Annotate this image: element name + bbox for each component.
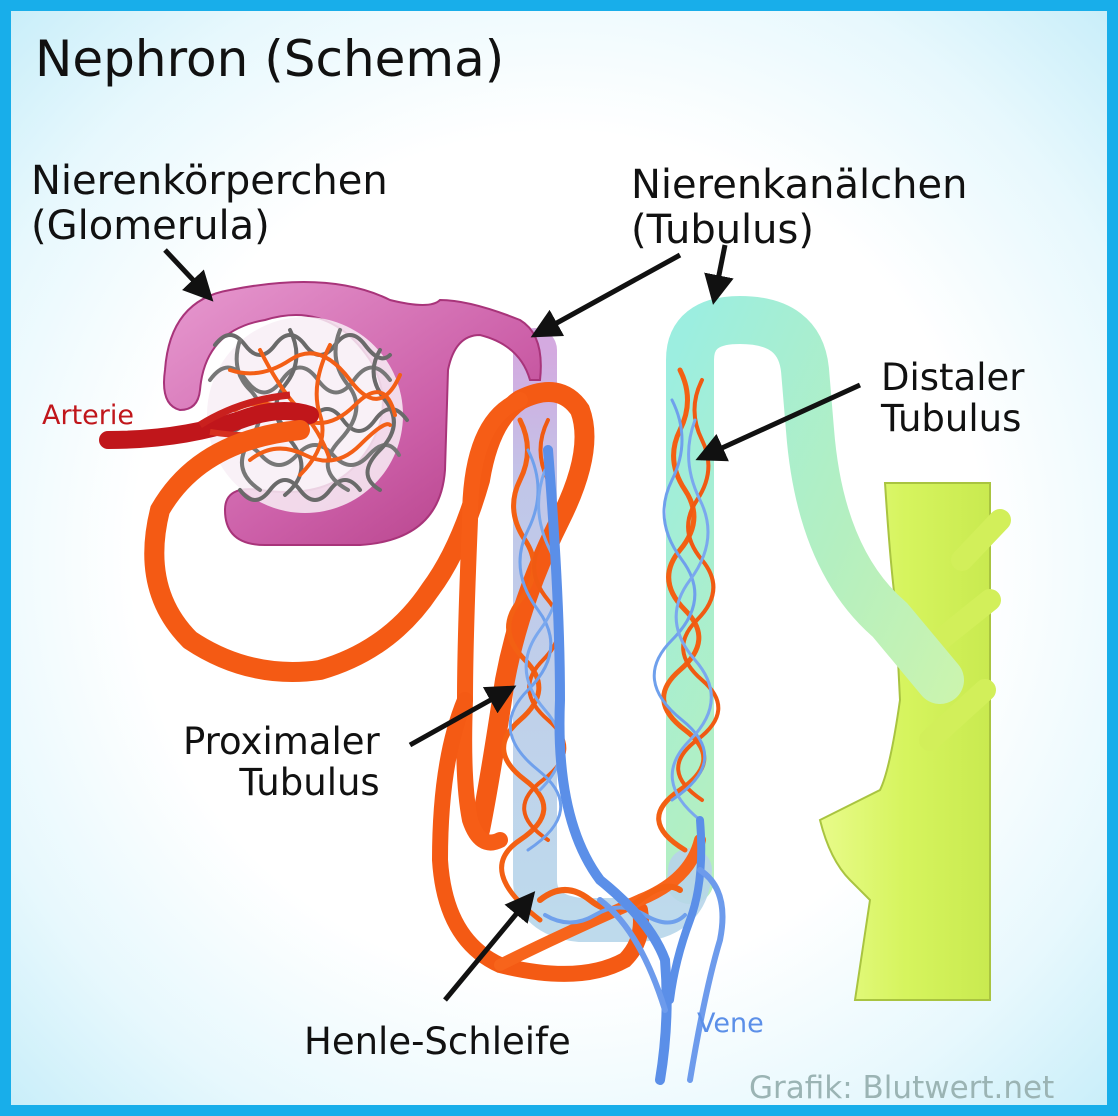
arrow-tubulus-distal: [704, 244, 734, 305]
label-corpuscle-line1: Nierenkörperchen: [31, 158, 388, 204]
arrow-distal: [695, 382, 862, 462]
label-tubule: Nierenkanälchen (Tubulus): [631, 163, 967, 253]
label-distal-line2: Tubulus: [881, 397, 1022, 441]
label-distal-line1: Distaler: [881, 356, 1025, 399]
credit-text: Grafik: Blutwert.net: [749, 1070, 1055, 1106]
label-corpuscle-line2: (Glomerula): [31, 202, 270, 249]
label-proximal: Proximaler Tubulus: [183, 721, 380, 804]
label-vein: Vene: [697, 1008, 764, 1039]
label-henle: Henle-Schleife: [304, 1020, 571, 1063]
label-proximal-line1: Proximaler: [183, 720, 380, 763]
pointer-arrows: [163, 244, 862, 1002]
nephron-illustration: [99, 244, 1011, 1085]
arrow-henle: [443, 891, 536, 1002]
vein: [543, 445, 672, 1085]
arrow-proximal: [408, 685, 517, 748]
distal-tubule: [666, 295, 964, 904]
label-distal: Distaler Tubulus: [881, 357, 1024, 440]
afferent-artery: [99, 402, 319, 449]
proximal-tubule: [513, 328, 712, 942]
arrow-glomerula: [163, 248, 214, 302]
label-artery: Arterie: [42, 400, 134, 431]
label-tubule-line1: Nierenkanälchen: [631, 162, 968, 208]
label-corpuscle: Nierenkörperchen (Glomerula): [31, 159, 388, 249]
arrow-tubulus-proximal: [530, 252, 682, 338]
collecting-duct: [818, 482, 991, 1001]
bowman-capsule: [163, 281, 542, 546]
label-tubule-line2: (Tubulus): [631, 206, 814, 253]
page-title: Nephron (Schema): [35, 30, 505, 88]
label-proximal-line2: Tubulus: [239, 761, 380, 805]
